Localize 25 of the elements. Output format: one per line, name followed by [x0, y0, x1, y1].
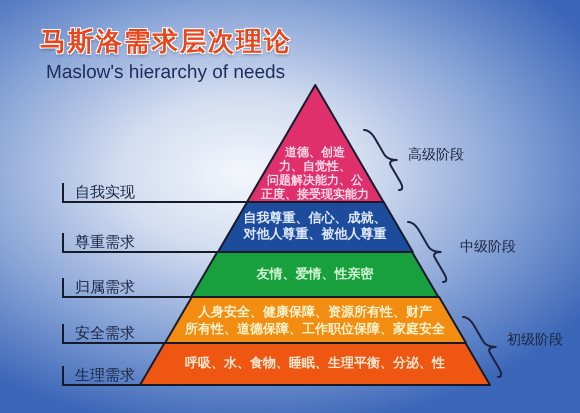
pyramid-tier [218, 202, 412, 252]
leader-line [62, 342, 164, 344]
tier-text: 友情、爱情、性亲密 [256, 267, 374, 283]
leader-line [62, 384, 140, 386]
leader-line [62, 296, 192, 298]
need-level-label: 尊重需求 [62, 233, 135, 252]
tier-text: 呼吸、水、食物、睡眠、生理平衡、分泌、性 [185, 356, 445, 372]
leader-line [62, 251, 218, 253]
tier-text: 人身安全、健康保障、资源所有性、财产所有性、道德保障、工作职位保障、家庭安全 [185, 304, 445, 338]
tier-text: 道德、创造力、自觉性、问题解决能力、公正度、接受现实能力 [261, 145, 369, 201]
need-level-label: 自我实现 [62, 183, 135, 202]
pyramid-tier [164, 297, 466, 343]
subtitle: Maslow's hierarchy of needs [46, 62, 286, 84]
stage-label: 高级阶段 [408, 147, 464, 164]
pyramid-tier [140, 343, 490, 385]
need-level-label: 安全需求 [62, 324, 135, 343]
tier-text: 自我尊重、信心、成就、对他人尊重、被他人尊重 [243, 211, 386, 243]
need-level-label: 归属需求 [62, 278, 135, 297]
title: 马斯洛需求层次理论 [40, 27, 292, 57]
need-level-label: 生理需求 [62, 366, 135, 385]
pyramid-tier [246, 85, 384, 202]
leader-line [62, 201, 247, 203]
stage-label: 中级阶段 [460, 239, 516, 256]
stage-label: 初级阶段 [507, 332, 563, 349]
pyramid-tier [191, 252, 439, 297]
